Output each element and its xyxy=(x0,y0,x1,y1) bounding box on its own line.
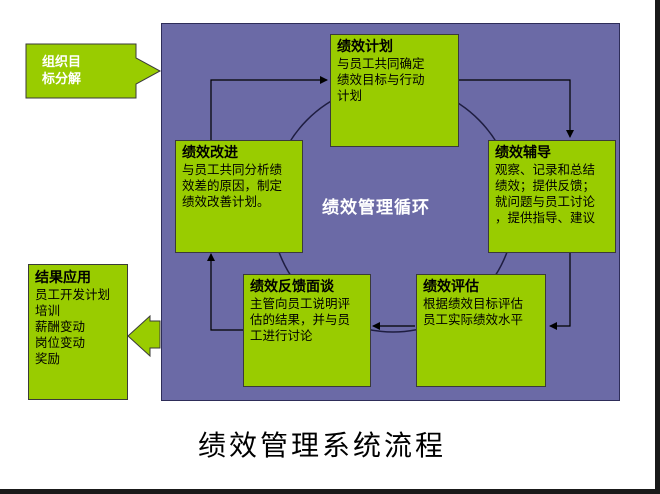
improve-desc-line2: 效差的原因，制定 xyxy=(182,178,283,193)
results-item-3: 薪酬变动 xyxy=(35,319,86,334)
org-goal-line2: 标分解 xyxy=(42,72,82,87)
improve-title: 绩效改进 xyxy=(182,145,238,161)
coach-desc-line1: 观察、记录和总结 xyxy=(495,162,596,177)
improve-box: 绩效改进 与员工共同分析绩 效差的原因，制定 绩效改善计划。 xyxy=(175,140,303,253)
results-arrow xyxy=(127,314,161,358)
feedback-title: 绩效反馈面谈 xyxy=(250,279,334,295)
improve-desc-line1: 与员工共同分析绩 xyxy=(182,162,283,177)
feedback-desc-line3: 工进行讨论 xyxy=(250,328,313,343)
evaluate-desc-line2: 员工实际绩效水平 xyxy=(423,312,524,327)
evaluate-title: 绩效评估 xyxy=(423,279,479,295)
org-goal-arrow xyxy=(25,43,162,99)
arrow-feedback-to-improve xyxy=(207,253,243,331)
results-title: 结果应用 xyxy=(35,270,91,286)
arrow-coach-to-evaluate xyxy=(549,253,571,330)
org-goal-line1: 组织目 xyxy=(42,55,82,70)
coach-desc-line3: 就问题与员工讨论 xyxy=(495,194,596,209)
improve-desc-line3: 绩效改善计划。 xyxy=(182,194,270,209)
evaluate-box: 绩效评估 根据绩效目标评估 员工实际绩效水平 xyxy=(416,274,546,387)
page-title: 绩效管理系统流程 xyxy=(198,429,447,462)
coach-desc-line4: ，提供指导、建议 xyxy=(495,210,596,225)
plan-desc-line3: 计划 xyxy=(337,88,363,103)
results-item-2: 培训 xyxy=(35,303,61,318)
plan-title: 绩效计划 xyxy=(337,39,393,55)
plan-desc-line1: 与员工共同确定 xyxy=(337,56,425,71)
results-box: 结果应用 员工开发计划 培训 薪酬变动 岗位变动 奖励 xyxy=(28,264,128,400)
feedback-desc-line1: 主管向员工说明评 xyxy=(250,296,351,311)
org-goal-label: 组织目 标分解 xyxy=(42,54,81,88)
feedback-desc-line2: 估的结果，并与员 xyxy=(250,312,351,327)
arrow-improve-to-plan xyxy=(210,76,328,140)
results-item-1: 员工开发计划 xyxy=(35,287,111,302)
plan-box: 绩效计划 与员工共同确定 绩效目标与行动 计划 xyxy=(330,34,459,147)
feedback-box: 绩效反馈面谈 主管向员工说明评 估的结果，并与员 工进行讨论 xyxy=(243,274,371,387)
results-item-4: 岗位变动 xyxy=(35,335,86,350)
results-item-5: 奖励 xyxy=(35,351,61,366)
evaluate-desc-line1: 根据绩效目标评估 xyxy=(423,296,524,311)
coach-box: 绩效辅导 观察、记录和总结 绩效；提供反馈； 就问题与员工讨论 ，提供指导、建议 xyxy=(488,140,616,253)
coach-desc-line2: 绩效；提供反馈； xyxy=(495,178,596,193)
plan-desc-line2: 绩效目标与行动 xyxy=(337,72,425,87)
cycle-label: 绩效管理循环 xyxy=(322,198,430,218)
coach-title: 绩效辅导 xyxy=(495,145,551,161)
arrow-plan-to-coach xyxy=(459,79,574,138)
